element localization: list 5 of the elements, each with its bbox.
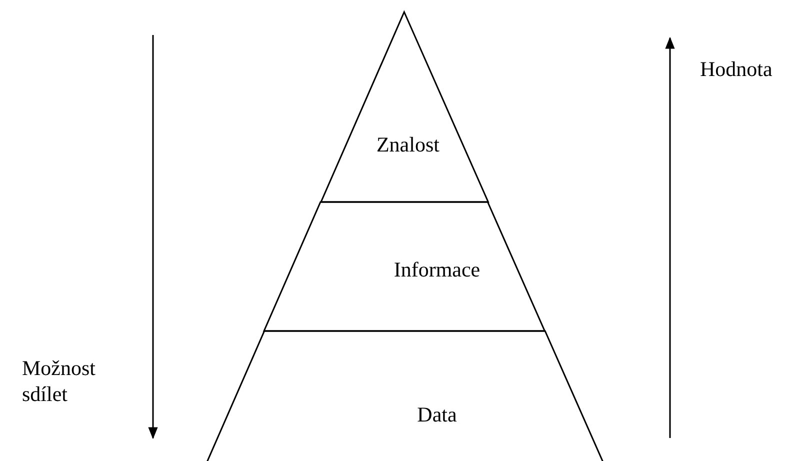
layer-label: Data [417, 402, 457, 428]
layer-label: Znalost [376, 132, 440, 158]
axis-label: Hodnota [700, 56, 774, 82]
axis-label: Možnost sdílet [22, 355, 96, 408]
layer-label: Informace [394, 258, 480, 282]
